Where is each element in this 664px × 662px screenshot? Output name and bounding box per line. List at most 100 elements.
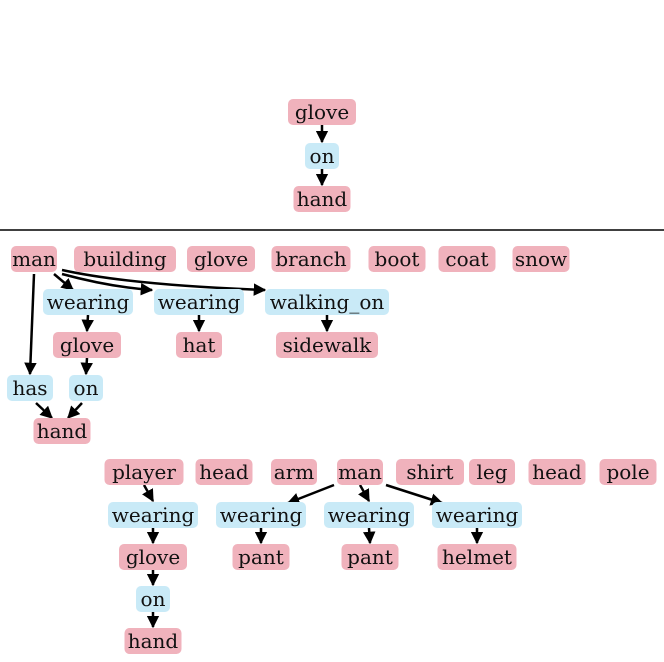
edges-layer bbox=[24, 125, 484, 629]
object-node: pant bbox=[232, 544, 290, 570]
object-node: man bbox=[337, 459, 383, 485]
object-node: coat bbox=[438, 246, 496, 272]
node-label: coat bbox=[445, 247, 488, 271]
node-label: shirt bbox=[406, 460, 453, 484]
node-label: wearing bbox=[158, 290, 241, 314]
node-box bbox=[341, 544, 399, 570]
object-node: leg bbox=[469, 459, 515, 485]
node-box bbox=[293, 186, 351, 212]
node-box bbox=[438, 246, 496, 272]
object-node: hand bbox=[33, 418, 91, 444]
edge-arrow bbox=[35, 402, 53, 419]
node-label: wearing bbox=[436, 503, 519, 527]
node-box bbox=[119, 544, 187, 570]
node-box bbox=[305, 143, 339, 169]
node-label: on bbox=[141, 587, 166, 611]
scene-graph-1: man building glove branch boot coat snow wearin… bbox=[7, 246, 570, 444]
edge-arrow bbox=[142, 484, 155, 503]
node-label: glove bbox=[60, 333, 114, 357]
node-box bbox=[265, 289, 389, 315]
node-label: pant bbox=[238, 545, 284, 569]
node-label: head bbox=[532, 460, 582, 484]
node-label: hand bbox=[37, 419, 88, 443]
object-node: helmet bbox=[437, 544, 517, 570]
node-label: building bbox=[83, 247, 167, 271]
node-box bbox=[104, 459, 184, 485]
object-node: building bbox=[74, 246, 176, 272]
node-box bbox=[53, 332, 121, 358]
relation-node: wearing bbox=[216, 502, 306, 528]
node-label: man bbox=[12, 247, 56, 271]
node-label: walking_on bbox=[270, 290, 385, 314]
node-box bbox=[7, 375, 53, 401]
node-box bbox=[108, 502, 198, 528]
node-box bbox=[337, 459, 383, 485]
relation-node: walking_on bbox=[265, 289, 389, 315]
edge-arrow bbox=[61, 268, 267, 296]
object-node: hand bbox=[124, 628, 182, 654]
relation-node: wearing bbox=[43, 289, 133, 315]
node-label: snow bbox=[515, 247, 567, 271]
object-node: hat bbox=[176, 332, 222, 358]
node-label: boot bbox=[375, 247, 420, 271]
object-node: boot bbox=[368, 246, 426, 272]
node-label: head bbox=[199, 460, 249, 484]
node-label: hand bbox=[297, 187, 348, 211]
node-box bbox=[512, 246, 570, 272]
object-node: man bbox=[11, 246, 57, 272]
object-node: branch bbox=[271, 246, 351, 272]
edge-arrow bbox=[385, 483, 444, 506]
node-label: pant bbox=[347, 545, 393, 569]
node-label: wearing bbox=[112, 503, 195, 527]
relation-node: wearing bbox=[432, 502, 522, 528]
node-box bbox=[271, 246, 351, 272]
node-label: has bbox=[12, 376, 47, 400]
node-box bbox=[124, 628, 182, 654]
relation-node: wearing bbox=[324, 502, 414, 528]
edge-arrow bbox=[358, 484, 371, 503]
node-box bbox=[276, 332, 378, 358]
object-node: glove bbox=[187, 246, 255, 272]
edge-arrow bbox=[61, 272, 154, 296]
node-label: leg bbox=[476, 460, 507, 484]
object-node: arm bbox=[271, 459, 317, 485]
relation-node: on bbox=[69, 375, 103, 401]
object-node: shirt bbox=[396, 459, 464, 485]
node-box bbox=[288, 99, 356, 125]
node-label: helmet bbox=[442, 545, 512, 569]
object-node: pole bbox=[599, 459, 657, 485]
node-label: glove bbox=[194, 247, 248, 271]
object-node: hand bbox=[293, 186, 351, 212]
node-label: wearing bbox=[47, 290, 130, 314]
node-box bbox=[368, 246, 426, 272]
node-box bbox=[232, 544, 290, 570]
object-node: head bbox=[195, 459, 253, 485]
edge-arrow bbox=[286, 483, 335, 505]
node-box bbox=[396, 459, 464, 485]
node-box bbox=[154, 289, 244, 315]
node-label: hat bbox=[183, 333, 216, 357]
node-label: player bbox=[112, 460, 176, 484]
node-box bbox=[195, 459, 253, 485]
node-box bbox=[187, 246, 255, 272]
node-label: glove bbox=[295, 100, 349, 124]
node-box bbox=[176, 332, 222, 358]
node-box bbox=[69, 375, 103, 401]
node-box bbox=[437, 544, 517, 570]
object-node: player bbox=[104, 459, 184, 485]
node-box bbox=[136, 586, 170, 612]
node-label: on bbox=[74, 376, 99, 400]
node-label: wearing bbox=[220, 503, 303, 527]
node-box bbox=[324, 502, 414, 528]
node-box bbox=[469, 459, 515, 485]
node-box bbox=[528, 459, 586, 485]
node-label: hand bbox=[128, 629, 179, 653]
node-box bbox=[74, 246, 176, 272]
edge-arrow bbox=[363, 527, 376, 545]
node-box bbox=[11, 246, 57, 272]
object-node: pant bbox=[341, 544, 399, 570]
